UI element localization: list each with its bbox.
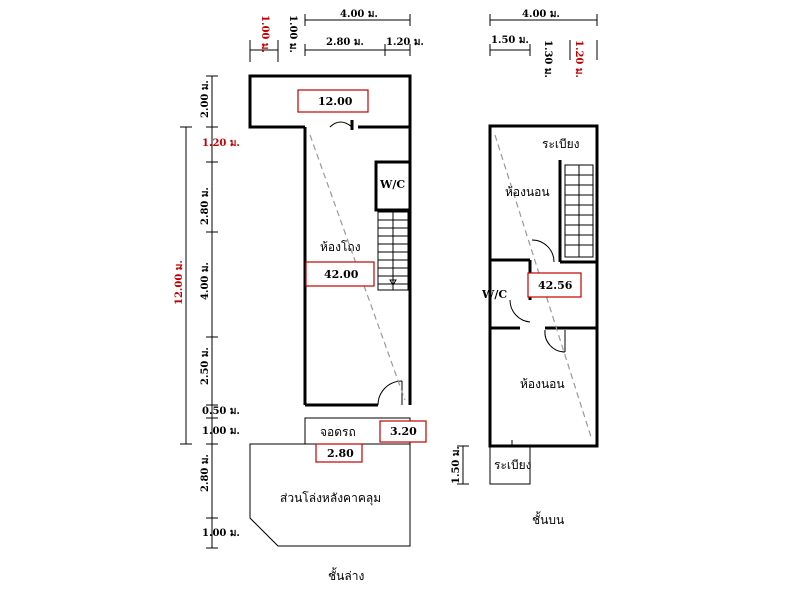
balcony-bottom-outline xyxy=(489,446,531,485)
upper-door-swing-2 xyxy=(509,299,531,323)
dim-side-total: 12.00 ม. xyxy=(174,260,185,305)
dim-side-r-150: 1.50 ม. xyxy=(451,446,462,484)
area-living: 42.00 xyxy=(324,268,359,281)
room-bedroom-bottom: ห้องนอน xyxy=(520,377,565,391)
back-roof-outline xyxy=(249,443,411,547)
upper-stairs xyxy=(564,164,594,258)
dim-top-280: 2.80 ม. xyxy=(326,37,364,48)
dim-side-100b: 1.00 ม. xyxy=(202,528,240,539)
dim-side-050: 0.50 ม. xyxy=(202,406,240,417)
upper-floor xyxy=(488,124,599,485)
room-bedroom-top: ห้องนอน xyxy=(505,185,550,199)
dim-top-v-100b: 1.00 ม. xyxy=(287,15,298,53)
dimension-lines xyxy=(180,14,598,549)
room-wc-lower: W/C xyxy=(379,178,405,191)
area-front-roof: 12.00 xyxy=(318,95,353,108)
area-box-parking-front xyxy=(315,443,363,463)
front-canopy-outline xyxy=(248,74,412,129)
dim-side-280b: 2.80 ม. xyxy=(200,454,211,492)
lower-stairs xyxy=(377,211,409,291)
dim-side-400: 4.00 ม. xyxy=(200,262,211,300)
dim-side-200: 2.00 ม. xyxy=(200,80,211,118)
dim-top-r-150: 1.50 ม. xyxy=(491,35,529,46)
area-box-upper xyxy=(527,272,582,298)
lower-wc-wall xyxy=(374,160,410,212)
area-parking-side: 3.20 xyxy=(390,425,417,438)
dim-side-280: 2.80 ม. xyxy=(200,187,211,225)
dim-side-120: 1.20 ม. xyxy=(202,138,240,149)
room-back-roof: ส่วนโล่งหลังคาคลุม xyxy=(280,491,381,506)
area-upper: 42.56 xyxy=(538,279,573,292)
upper-outer-wall xyxy=(488,124,599,448)
room-balcony-bottom: ระเบียง xyxy=(494,458,532,472)
upper-door-swing-1 xyxy=(531,239,555,263)
floor-title-lower: ชั้นล่าง xyxy=(328,567,364,583)
room-balcony-top: ระเบียง xyxy=(542,137,580,151)
back-door-swing xyxy=(377,380,403,406)
dim-side-250: 2.50 ม. xyxy=(200,347,211,385)
dim-top-r-120: 1.20 ม. xyxy=(573,40,584,78)
dim-side-100a: 1.00 ม. xyxy=(202,426,240,437)
dim-top-v-100a: 1.00 ม. xyxy=(259,15,270,53)
floor-title-upper: ชั้นบน xyxy=(532,511,564,527)
dim-top-120: 1.20 ม. xyxy=(386,37,424,48)
area-box-living xyxy=(305,261,375,287)
room-parking: จอดรถ xyxy=(320,425,356,439)
room-living: ห้องโถง xyxy=(320,240,361,254)
upper-door-swing-3 xyxy=(544,329,566,353)
front-door-swing xyxy=(329,121,353,128)
lower-floor xyxy=(248,74,412,547)
dim-top-total-left: 4.00 ม. xyxy=(340,9,378,20)
area-box-front-roof xyxy=(297,89,369,113)
dim-top-r-130: 1.30 ม. xyxy=(542,40,553,78)
area-box-parking-side xyxy=(379,420,427,443)
dim-top-total-right: 4.00 ม. xyxy=(522,9,560,20)
area-parking-front: 2.80 xyxy=(327,447,354,460)
room-wc-upper: W/C xyxy=(481,288,507,301)
